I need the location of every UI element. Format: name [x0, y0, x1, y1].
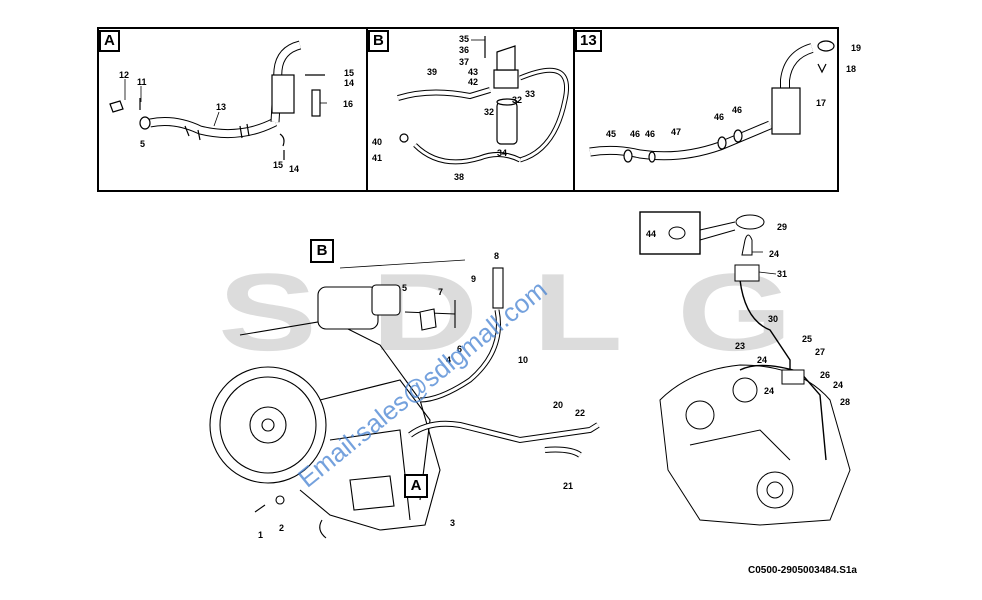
part-label: 16	[343, 99, 354, 109]
part-label: 40	[372, 137, 383, 147]
part-label: 5	[402, 283, 408, 293]
part-label: 45	[606, 129, 617, 139]
part-label: 15	[273, 160, 284, 170]
part-label: 24	[769, 249, 780, 259]
part-label: 32	[512, 95, 523, 105]
part-label: 41	[372, 153, 383, 163]
part-label: 26	[820, 370, 831, 380]
part-label: 28	[840, 397, 851, 407]
part-label: 42	[468, 77, 479, 87]
part-label: 44	[646, 229, 657, 239]
part-label: 11	[137, 77, 147, 87]
part-label: 46	[645, 129, 656, 139]
part-label: 30	[768, 314, 779, 324]
part-label: 27	[815, 347, 826, 357]
panel-a-tag: A	[99, 30, 120, 52]
part-label: 10	[518, 355, 529, 365]
part-label: 19	[851, 43, 862, 53]
reference-code: C0500-2905003484.S1a	[748, 565, 857, 576]
part-label: 24	[833, 380, 844, 390]
part-label: 25	[802, 334, 813, 344]
panel-13-drawing	[589, 40, 835, 163]
part-label: 20	[553, 400, 564, 410]
part-label: 2	[279, 523, 285, 533]
part-label: 32	[484, 107, 495, 117]
part-label: 12	[119, 70, 130, 80]
part-label: 7	[438, 287, 444, 297]
panel-b-tag: B	[368, 30, 389, 52]
part-label: 17	[816, 98, 827, 108]
part-label: 21	[563, 481, 574, 491]
part-label: 47	[671, 127, 682, 137]
part-label: 31	[777, 269, 788, 279]
part-label: 8	[494, 251, 500, 261]
part-label: 13	[216, 102, 227, 112]
part-label: 14	[344, 78, 355, 88]
part-label: 46	[630, 129, 641, 139]
part-label: 24	[757, 355, 768, 365]
panel-b-drawing	[397, 36, 569, 165]
part-label: 18	[846, 64, 857, 74]
callout-a: A	[404, 474, 428, 498]
part-label: 34	[497, 148, 508, 158]
part-label: 38	[454, 172, 465, 182]
panel-a-drawing	[109, 40, 325, 160]
part-label: 43	[468, 67, 479, 77]
part-label: 14	[289, 164, 300, 174]
callout-b: B	[310, 239, 334, 263]
part-label: 37	[459, 57, 470, 67]
transmission-right-drawing	[639, 211, 851, 526]
part-label: 35	[459, 34, 470, 44]
part-label: 29	[777, 222, 788, 232]
part-label: 36	[459, 45, 470, 55]
part-label: 15	[344, 68, 355, 78]
part-label: 5	[140, 139, 146, 149]
part-label: 23	[735, 341, 746, 351]
panel-13-tag: 13	[575, 30, 602, 52]
sdlg-logo-watermark: SDLG	[218, 251, 847, 374]
part-label: 22	[575, 408, 586, 418]
part-label: 46	[714, 112, 725, 122]
part-label: 33	[525, 89, 536, 99]
detail-frame	[97, 27, 839, 192]
part-label: 9	[471, 274, 477, 284]
part-label: 4	[446, 355, 452, 365]
part-label: 46	[732, 105, 743, 115]
transmission-main-drawing	[209, 267, 600, 539]
part-label: 39	[427, 67, 438, 77]
part-label: 6	[457, 344, 463, 354]
part-label: 24	[764, 386, 775, 396]
part-label: 3	[450, 518, 456, 528]
part-label: 1	[258, 530, 264, 540]
